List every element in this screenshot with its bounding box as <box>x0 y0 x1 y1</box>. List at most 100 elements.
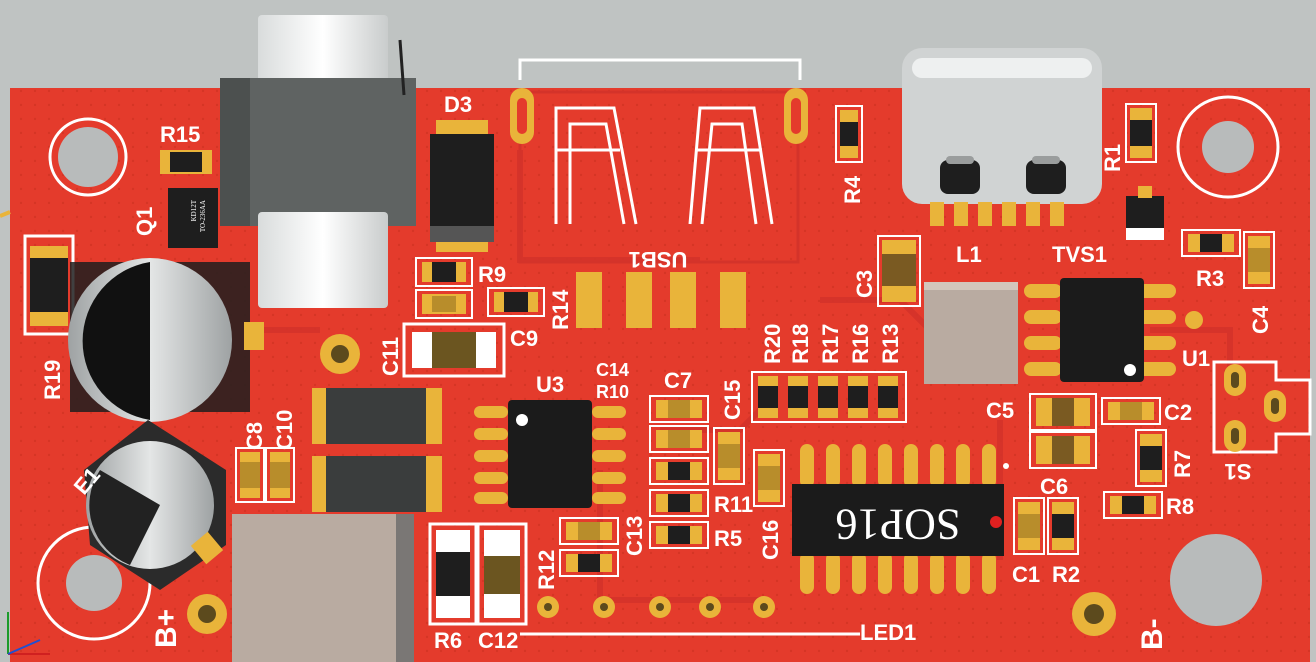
label-c6: C6 <box>1040 474 1068 499</box>
label-c12: C12 <box>478 628 518 653</box>
label-r4: R4 <box>840 175 865 204</box>
label-c14: C14 <box>596 360 629 380</box>
label-c1: C1 <box>1012 562 1040 587</box>
component-r15 <box>160 150 212 174</box>
component-c15 <box>713 427 745 485</box>
mounting-hole-br <box>1170 534 1262 626</box>
label-c13: C13 <box>622 516 647 556</box>
label-q1: Q1 <box>132 207 157 236</box>
label-r11: R11 <box>714 492 753 517</box>
capacitor-electrolytic-large <box>68 258 264 422</box>
usb1-mount-pads <box>510 88 808 144</box>
label-r2: R2 <box>1052 562 1080 587</box>
label-d3: D3 <box>444 92 472 117</box>
label-r7: R7 <box>1170 450 1195 478</box>
label-c5: C5 <box>986 398 1014 423</box>
component-sop16: SOP16 <box>792 444 1009 594</box>
label-r17: R17 <box>818 324 843 364</box>
label-r9: R9 <box>478 262 506 287</box>
diode-pair <box>312 388 442 512</box>
component-tvs1 <box>1024 278 1176 382</box>
component-r8 <box>1103 491 1163 519</box>
component-c12 <box>476 522 528 626</box>
pad-th-mid <box>320 334 360 374</box>
label-tvs1: TVS1 <box>1052 242 1107 267</box>
label-r6: R6 <box>434 628 462 653</box>
component-c5 <box>1029 393 1097 431</box>
q1-marking-1: KD12T <box>190 199 198 221</box>
capacitor-e1 <box>84 420 226 590</box>
pad-b-plus <box>187 594 227 634</box>
label-c3: C3 <box>852 270 877 298</box>
label-r5: R5 <box>714 526 742 551</box>
label-c9: C9 <box>510 326 538 351</box>
label-c8: C8 <box>242 422 267 450</box>
component-c4 <box>1243 231 1275 289</box>
component-c6 <box>1029 431 1097 469</box>
label-r12: R12 <box>534 550 559 590</box>
component-r7 <box>1135 429 1167 487</box>
label-b-plus: B+ <box>150 609 183 648</box>
label-r16: R16 <box>848 324 873 364</box>
usb-c-connector <box>902 48 1102 226</box>
label-u3: U3 <box>536 372 564 397</box>
label-c4: C4 <box>1248 305 1273 334</box>
diode-small <box>1126 186 1164 240</box>
component-q1: KD12T TO-236AA <box>168 188 218 248</box>
label-c16: C16 <box>758 520 783 560</box>
usb1-pins <box>576 272 746 328</box>
led1-pads <box>520 596 860 636</box>
label-r1: R1 <box>1100 144 1125 172</box>
via-pad <box>1185 311 1203 329</box>
component-r9b <box>415 289 473 319</box>
label-r19: R19 <box>40 360 65 400</box>
label-s1: S1 <box>1225 459 1252 484</box>
label-c15: C15 <box>720 380 745 420</box>
connector-bottom <box>232 514 414 662</box>
passives-column-c7 <box>649 395 709 549</box>
component-c11 <box>402 322 506 378</box>
component-r12-c13 <box>559 517 619 577</box>
label-r20: R20 <box>760 324 785 364</box>
resistor-array <box>751 371 907 423</box>
label-r18: R18 <box>788 324 813 364</box>
component-r19 <box>23 234 75 336</box>
label-c2: C2 <box>1164 400 1192 425</box>
component-r4 <box>835 105 863 163</box>
component-c8 <box>235 447 265 503</box>
pad-b-minus <box>1072 592 1116 636</box>
label-c11: C11 <box>378 337 403 376</box>
usb1-connector <box>518 58 802 264</box>
component-c9 <box>487 287 545 317</box>
component-r3 <box>1181 229 1241 257</box>
label-r3: R3 <box>1196 266 1224 291</box>
label-usb1: USB1 <box>629 247 688 272</box>
label-c7: C7 <box>664 368 692 393</box>
component-r9 <box>415 257 473 287</box>
label-c10: C10 <box>272 410 297 450</box>
component-c1 <box>1013 497 1045 555</box>
mounting-hole-tl <box>48 117 128 197</box>
component-d3 <box>430 120 494 252</box>
component-r2 <box>1047 497 1079 555</box>
component-l1 <box>924 282 1018 384</box>
label-led1: LED1 <box>860 620 916 645</box>
label-r14: R14 <box>548 289 573 330</box>
component-r1 <box>1125 103 1157 163</box>
component-s1 <box>1212 360 1312 454</box>
label-r13: R13 <box>878 324 903 364</box>
label-u1: U1 <box>1182 346 1210 371</box>
label-r15: R15 <box>160 122 200 147</box>
component-u3 <box>474 400 626 508</box>
label-l1: L1 <box>956 242 982 267</box>
mounting-hole-tr <box>1176 95 1280 199</box>
sop16-marking: SOP16 <box>836 500 961 549</box>
component-c2 <box>1101 397 1161 425</box>
component-c16 <box>753 449 785 507</box>
axis-indicator <box>7 612 50 655</box>
component-c10 <box>265 447 295 503</box>
dc-jack-connector <box>220 15 416 308</box>
component-r6 <box>428 522 478 626</box>
